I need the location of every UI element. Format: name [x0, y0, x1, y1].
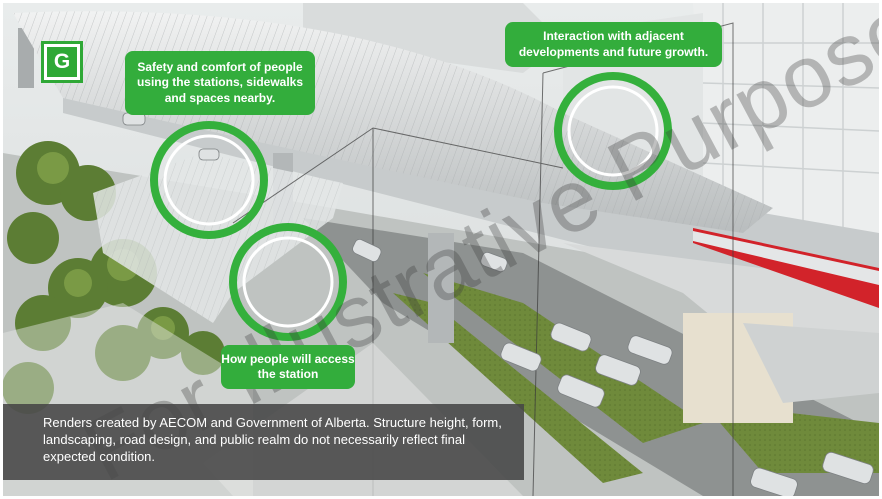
- section-letter: G: [47, 47, 77, 77]
- callout-access: How people will access the station: [221, 345, 355, 389]
- disclaimer-caption: Renders created by AECOM and Government …: [3, 404, 524, 480]
- section-badge: G: [41, 41, 83, 83]
- callout-safety: Safety and comfort of people using the s…: [125, 51, 315, 115]
- callout-interaction: Interaction with adjacent developments a…: [505, 22, 722, 67]
